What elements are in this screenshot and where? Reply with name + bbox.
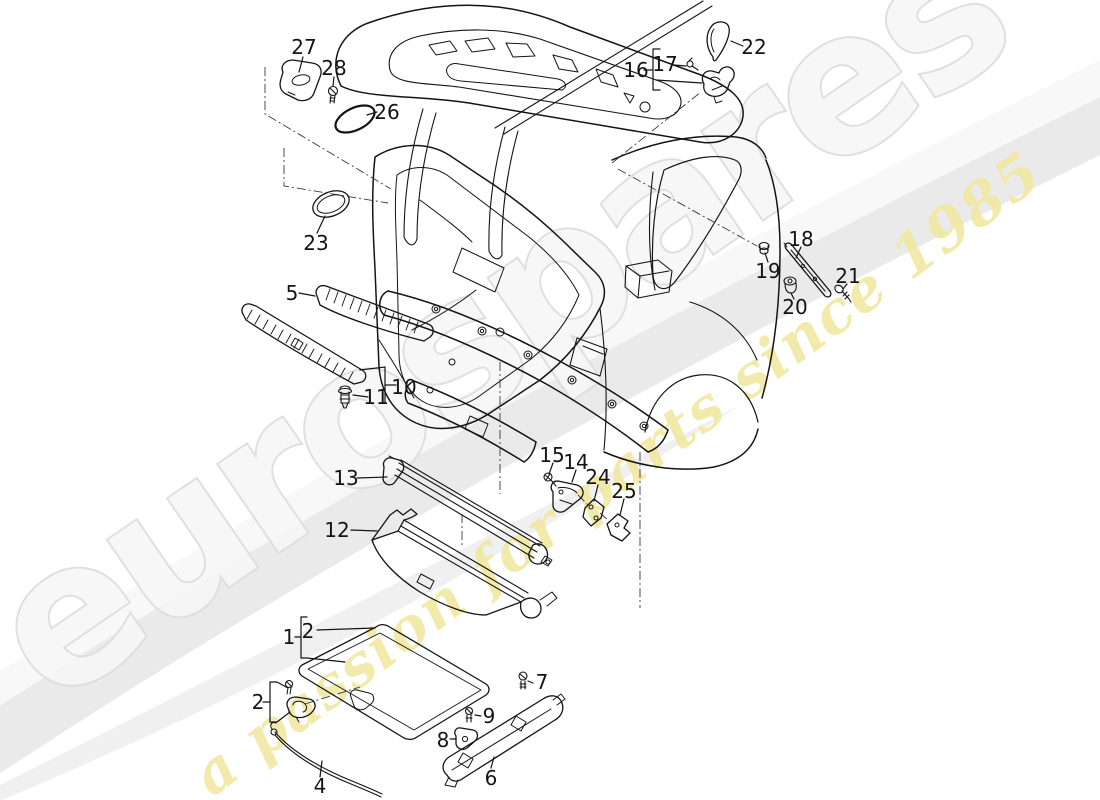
part-10-sill-strip-drawing [241, 303, 367, 385]
leader-27 [298, 56, 304, 73]
part-22-bracket-drawing [706, 21, 730, 62]
part-26-gasket-drawing [334, 104, 376, 134]
leader-11 [352, 394, 369, 398]
part-13-roller-blind-rail-drawing [382, 455, 553, 567]
part-23-gasket-drawing [312, 190, 350, 218]
part-28-screw-drawing [327, 85, 339, 104]
part-2-latch-drawing [284, 679, 316, 723]
part-21-screw-drawing [834, 284, 852, 303]
leader-22 [730, 40, 744, 47]
leader-25 [619, 498, 625, 516]
leader-4 [319, 760, 323, 778]
car-body-drawing [335, 0, 781, 470]
leader-24 [593, 484, 599, 502]
construction-lines [264, 67, 758, 705]
part-12-cargo-cover-drawing [371, 508, 558, 619]
leader-21 [842, 283, 848, 290]
leader-28 [332, 76, 335, 87]
part-27-cover-drawing [279, 59, 322, 102]
part-5-vent-grille-drawing [315, 284, 434, 342]
leader-20 [790, 292, 795, 300]
part-16-hook-drawing [701, 66, 735, 104]
part-24-bracket-drawing [582, 498, 605, 527]
part-11-clip-drawing [337, 385, 353, 409]
leader-7 [527, 680, 534, 684]
part-4-cable-drawing [270, 721, 383, 798]
part-1-floor-panel-drawing [298, 623, 490, 741]
leader-12 [350, 529, 378, 532]
bracket-16 [643, 48, 703, 91]
part-17-screw-drawing [686, 57, 699, 71]
bracket-1 [294, 616, 346, 663]
part-9-screw-drawing [464, 706, 474, 723]
part-15-screw-drawing [543, 472, 557, 487]
leader-17 [673, 64, 687, 67]
leader-2a [316, 627, 376, 631]
leader-lines [262, 40, 848, 778]
part-19-clip-drawing [758, 241, 770, 255]
part-8-clip-drawing [454, 727, 479, 751]
leader-23 [316, 215, 326, 234]
leader-13 [356, 476, 388, 479]
part-25-bracket-drawing [606, 513, 631, 542]
leader-5 [298, 292, 316, 297]
leader-19 [764, 252, 769, 263]
leader-9 [474, 714, 482, 717]
part-18-trim-strip-drawing [783, 242, 832, 298]
bracket-10 [359, 366, 397, 404]
leader-15 [548, 462, 554, 475]
part-6-sill-trim-drawing [442, 693, 566, 788]
leader-14 [571, 469, 577, 483]
part-7-screw-drawing [518, 671, 528, 690]
part-20-fastener-drawing [783, 276, 797, 294]
swoosh-background [0, 60, 1100, 800]
